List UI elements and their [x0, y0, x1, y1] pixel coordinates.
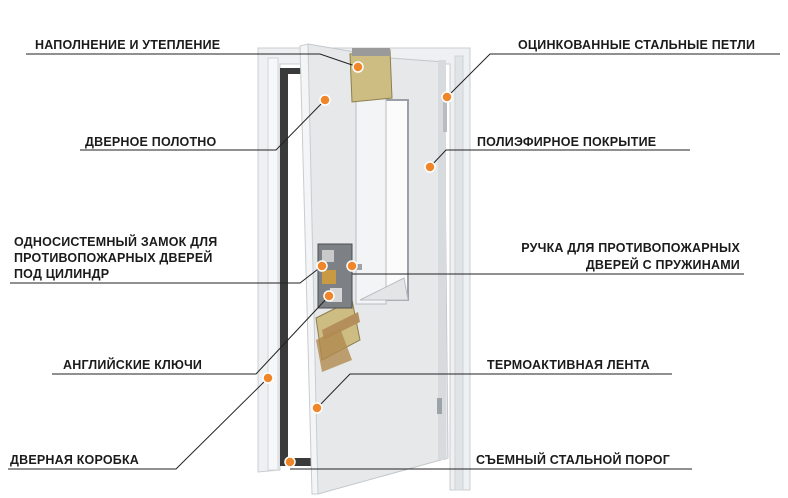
marker-door-leaf [319, 94, 331, 106]
window-shape [355, 97, 409, 305]
marker-lock [316, 260, 328, 272]
label-english-keys: АНГЛИЙСКИЕ КЛЮЧИ [63, 358, 203, 372]
marker-hinges [441, 91, 453, 103]
marker-threshold [284, 456, 296, 468]
label-polyester-coating: ПОЛИЭФИРНОЕ ПОКРЫТИЕ [477, 135, 657, 149]
label-lock-line-1: ОДНОСИСТЕМНЫЙ ЗАМОК ДЛЯ [14, 235, 218, 249]
marker-keys [323, 290, 335, 302]
door-frame-shape [257, 47, 471, 491]
label-door-leaf: ДВЕРНОЕ ПОЛОТНО [85, 135, 217, 149]
marker-coating [424, 161, 436, 173]
label-hinges: ОЦИНКОВАННЫЕ СТАЛЬНЫЕ ПЕТЛИ [518, 38, 756, 52]
label-handle-line-2: ДВЕРЕЙ С ПРУЖИНАМИ [585, 258, 740, 272]
label-door-frame: ДВЕРНАЯ КОРОБКА [10, 453, 140, 467]
marker-thermo [311, 402, 323, 414]
label-fill-insulation: НАПОЛНЕНИЕ И УТЕПЛЕНИЕ [35, 38, 221, 52]
marker-handle [346, 260, 358, 272]
marker-fill [352, 61, 364, 73]
lock-shape [317, 243, 362, 309]
markers [262, 61, 453, 468]
label-thermo-tape: ТЕРМОАКТИВНАЯ ЛЕНТА [487, 358, 650, 372]
label-steel-threshold: СЪЕМНЫЙ СТАЛЬНОЙ ПОРОГ [476, 453, 670, 467]
label-lock-line-2: ПРОТИВОПОЖАРНЫХ ДВЕРЕЙ [14, 251, 213, 265]
label-handle-line-1: РУЧКА ДЛЯ ПРОТИВОПОЖАРНЫХ [521, 241, 740, 255]
label-lock-line-3: ПОД ЦИЛИНДР [14, 267, 110, 281]
leader-lines [8, 53, 780, 470]
marker-frame [262, 372, 274, 384]
